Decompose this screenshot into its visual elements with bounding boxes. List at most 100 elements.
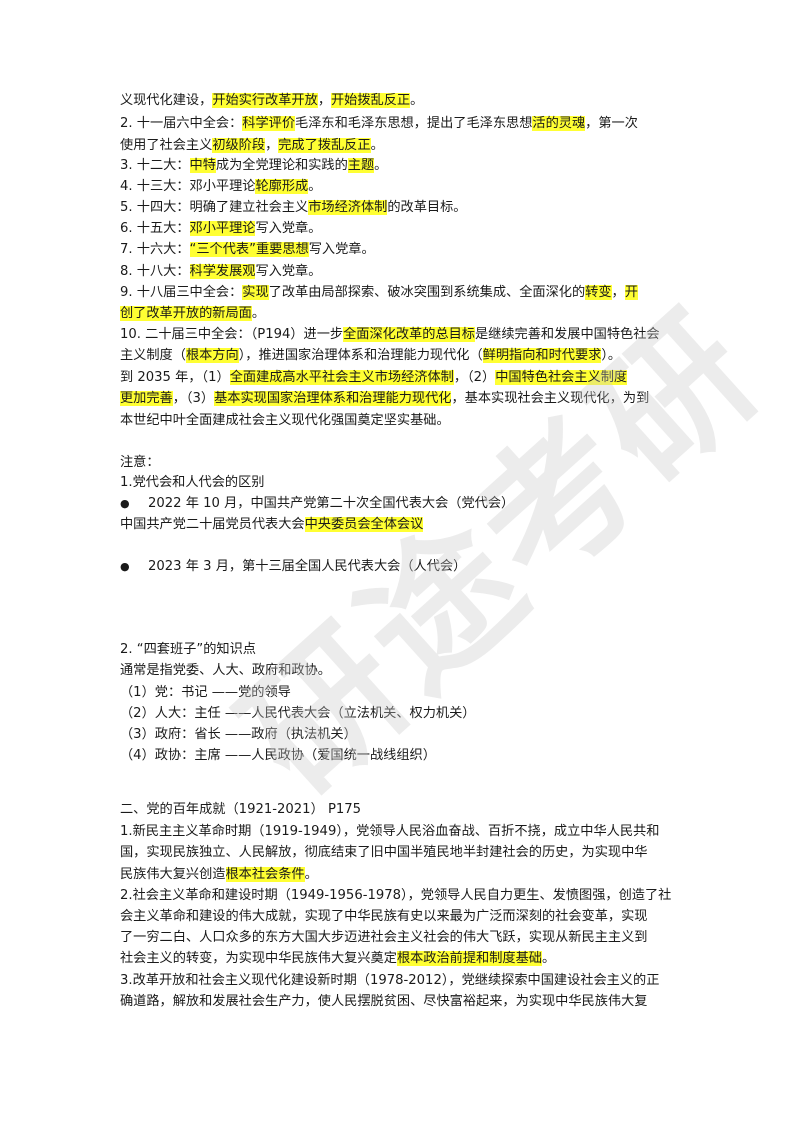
text-segment: 通常是指党委、人大、政府和政协。	[120, 663, 331, 678]
text-segment: 了改革由局部探索、破冰突围到系统集成、全面深化的	[268, 285, 586, 300]
highlighted-text: “三个代表”重要思想	[189, 242, 309, 257]
text-segment: 10. 二十届三中全会：（P194）进一步	[120, 327, 344, 342]
text-segment: 6. 十五大：	[120, 221, 190, 236]
text-segment: 到 2035 年，（1）	[120, 370, 230, 385]
text-line: 使用了社会主义初级阶段，完成了拨乱反正。	[120, 136, 384, 156]
text-line: 民族伟大复兴创造根本社会条件。	[120, 865, 318, 885]
text-segment: 毛泽东和毛泽东思想，提出了毛泽东思想	[295, 116, 533, 131]
text-segment: 8. 十八大：	[120, 264, 190, 279]
text-segment: 。	[410, 93, 424, 108]
text-line: 二、党的百年成就（1921-2021） P175	[120, 800, 361, 820]
text-line: 3. 十二大：中特成为全党理论和实践的主题。	[120, 156, 387, 176]
text-line: 3.改革开放和社会主义现代化建设新时期（1978-2012），党继续探索中国建设…	[120, 971, 659, 991]
text-segment: 成为全党理论和实践的	[215, 158, 348, 173]
text-segment: （4）政协：主席 ——人民政协（爱国统一战线组织）	[120, 748, 436, 763]
text-segment: （3）政府：省长 ——政府（执法机关）	[120, 727, 357, 742]
text-segment: 。	[542, 951, 556, 966]
text-line: 1.党代会和人代会的区别	[120, 473, 264, 493]
text-line: （3）政府：省长 ——政府（执法机关）	[120, 725, 357, 745]
text-line: （4）政协：主席 ——人民政协（爱国统一战线组织）	[120, 746, 436, 766]
highlighted-text: 根本方向	[185, 348, 239, 363]
highlighted-text: 全面建成高水平社会主义市场经济体制	[229, 370, 454, 385]
text-segment: 义现代化建设，	[120, 93, 213, 108]
text-segment: 使用了社会主义	[120, 138, 213, 153]
text-line: 9. 十八届三中全会：实现了改革由局部探索、破冰突围到系统集成、全面深化的转变，…	[120, 283, 638, 303]
text-segment: 是继续完善和发展中国特色社会	[475, 327, 660, 342]
text-line: （2）人大：主任 ——人民代表大会（立法机关、权力机关）	[120, 704, 475, 724]
highlighted-text: 根本政治前提和制度基础	[396, 951, 542, 966]
highlighted-text: 科学发展观	[189, 264, 256, 279]
text-segment: ，基本实现社会主义现代化，为到	[451, 391, 650, 406]
text-line: 中国共产党二十届党员代表大会中央委员会全体会议	[120, 515, 424, 535]
text-segment: ），推进国家治理体系和治理能力现代化（	[238, 348, 483, 363]
text-line: 通常是指党委、人大、政府和政协。	[120, 661, 331, 681]
text-segment: 2023 年 3 月，第十三届全国人民代表大会（人代会）	[148, 559, 467, 574]
text-line: 7. 十六大：“三个代表”重要思想写入党章。	[120, 240, 375, 260]
highlighted-text: 创了改革开放的新局面	[120, 306, 252, 321]
text-segment: 写入党章。	[255, 264, 322, 279]
highlighted-text: 中央委员会全体会议	[304, 517, 424, 532]
text-segment: ，（3）	[172, 391, 215, 406]
text-segment: 2. “四套班子”的知识点	[120, 642, 256, 657]
text-segment: 2.社会主义革命和建设时期（1949-1956-1978），党领导人民自力更生、…	[120, 888, 672, 903]
text-line: 2.社会主义革命和建设时期（1949-1956-1978），党领导人民自力更生、…	[120, 886, 671, 906]
text-segment: 2. 十一届六中全会：	[120, 116, 243, 131]
text-segment: 。	[308, 179, 322, 194]
text-line: 注意：	[120, 453, 160, 473]
text-line: 创了改革开放的新局面。	[120, 304, 265, 324]
text-line: 国，实现民族独立、人民解放，彻底结束了旧中国半殖民地半封建社会的历史，为实现中华	[120, 843, 648, 863]
bullet-icon: ●	[120, 497, 130, 510]
text-line: 本世纪中叶全面建成社会主义现代化强国奠定坚实基础。	[120, 411, 450, 431]
text-segment: 3. 十二大：	[120, 158, 190, 173]
text-segment: ）。	[601, 348, 622, 363]
text-line: 8. 十八大：科学发展观写入党章。	[120, 262, 321, 282]
text-segment: 确道路，解放和发展社会生产力，使人民摆脱贫困、尽快富裕起来，为实现中华民族伟大复	[120, 994, 648, 1009]
text-segment: 写入党章。	[255, 221, 322, 236]
highlighted-text: 科学评价	[242, 116, 296, 131]
text-line: 主义制度（根本方向），推进国家治理体系和治理能力现代化（鲜明指向和时代要求）。	[120, 346, 621, 366]
text-segment: 民族伟大复兴创造	[120, 867, 226, 882]
text-segment: 会主义革命和建设的伟大成就，实现了中华民族有史以来最为广泛而深刻的社会变革，实现	[120, 909, 648, 924]
text-segment: 本世纪中叶全面建成社会主义现代化强国奠定坚实基础。	[120, 413, 450, 428]
highlighted-text: 开始拨乱反正	[331, 93, 411, 108]
highlighted-text: 邓小平理论	[189, 221, 256, 236]
highlighted-text: 初级阶段	[212, 138, 266, 153]
text-line: （1）党：书记 ——党的领导	[120, 683, 291, 703]
highlighted-text: 活的灵魂	[532, 116, 586, 131]
text-segment: 主义制度（	[120, 348, 186, 363]
text-segment: ，	[265, 138, 279, 153]
text-line: 到 2035 年，（1）全面建成高水平社会主义市场经济体制，（2）中国特色社会主…	[120, 368, 628, 388]
highlighted-text: 实现	[242, 285, 269, 300]
text-line: 会主义革命和建设的伟大成就，实现了中华民族有史以来最为广泛而深刻的社会变革，实现	[120, 907, 648, 927]
highlighted-text: 轮廓形成	[255, 179, 309, 194]
text-segment: （2）人大：主任 ——人民代表大会（立法机关、权力机关）	[120, 706, 476, 721]
text-line: 5. 十四大：明确了建立社会主义市场经济体制的改革目标。	[120, 198, 466, 218]
text-segment: 中国共产党二十届党员代表大会	[120, 517, 305, 532]
text-segment: 5. 十四大：明确了建立社会主义	[120, 200, 309, 215]
text-line: ●2022 年 10 月，中国共产党第二十次全国代表大会（党代会）	[120, 494, 514, 514]
text-segment: 。	[304, 867, 318, 882]
highlighted-text: 市场经济体制	[308, 200, 388, 215]
text-line: 义现代化建设，开始实行改革开放，开始拨乱反正。	[120, 91, 423, 111]
text-segment: 二、党的百年成就（1921-2021） P175	[120, 802, 362, 817]
text-line: 1.新民主主义革命时期（1919-1949），党领导人民浴血奋战、百折不挠，成立…	[120, 822, 659, 842]
highlighted-text: 开	[624, 285, 638, 300]
highlighted-text: 根本社会条件	[225, 867, 305, 882]
text-line: 更加完善，（3）基本实现国家治理体系和治理能力现代化，基本实现社会主义现代化，为…	[120, 389, 649, 409]
text-line: 2. “四套班子”的知识点	[120, 640, 256, 660]
text-segment: 注意：	[120, 455, 160, 470]
highlighted-text: 全面深化改革的总目标	[343, 327, 475, 342]
text-segment: 9. 十八届三中全会：	[120, 285, 243, 300]
text-segment: 3.改革开放和社会主义现代化建设新时期（1978-2012），党继续探索中国建设…	[120, 973, 660, 988]
highlighted-text: 转变	[585, 285, 612, 300]
text-segment: 7. 十六大：	[120, 242, 190, 257]
highlighted-text: 鲜明指向和时代要求	[482, 348, 602, 363]
text-segment: 的改革目标。	[387, 200, 467, 215]
text-segment: 1.党代会和人代会的区别	[120, 475, 265, 490]
text-segment: 了一穷二白、人口众多的东方大国大步迈进社会主义社会的伟大飞跃，实现从新民主主义到	[120, 930, 648, 945]
text-segment: ，第一次	[585, 116, 638, 131]
text-segment: （1）党：书记 ——党的领导	[120, 685, 291, 700]
text-line: 2. 十一届六中全会：科学评价毛泽东和毛泽东思想，提出了毛泽东思想活的灵魂，第一…	[120, 114, 638, 134]
text-line: 了一穷二白、人口众多的东方大国大步迈进社会主义社会的伟大飞跃，实现从新民主主义到	[120, 928, 648, 948]
